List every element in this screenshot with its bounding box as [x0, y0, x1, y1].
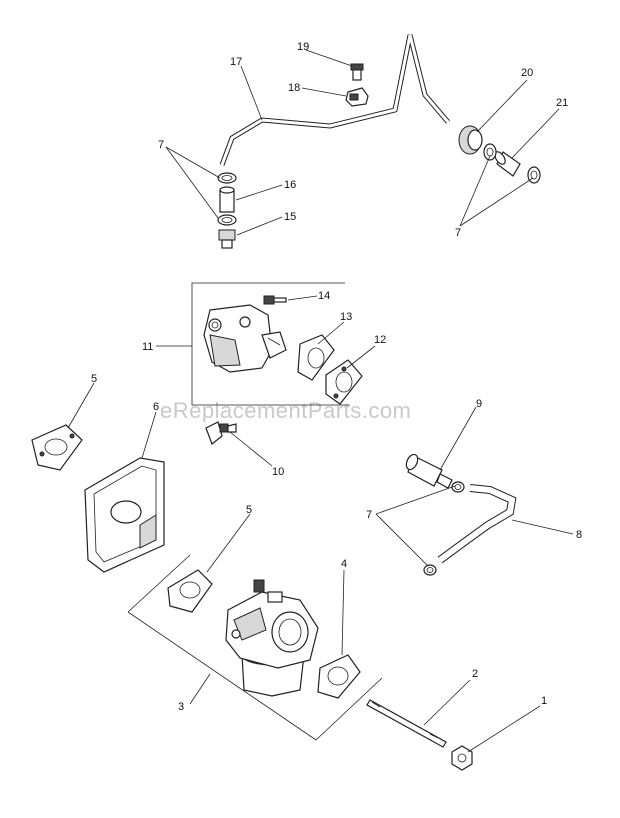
callout-12: 12 — [374, 334, 386, 346]
part-7-clamp-right-a — [483, 143, 497, 161]
callout-8: 8 — [576, 529, 582, 541]
callout-10: 10 — [272, 466, 284, 478]
callout-5-upper: 5 — [91, 373, 97, 385]
callout-11: 11 — [142, 341, 153, 353]
part-16-inline-filter — [219, 186, 235, 213]
callout-17: 17 — [230, 56, 242, 68]
part-7-clamp-hose-a — [451, 481, 465, 493]
callout-13: 13 — [340, 311, 352, 323]
part-10-elbow — [205, 421, 237, 445]
callout-labels: 19 18 17 7 16 15 20 21 7 14 13 12 11 5 6… — [91, 41, 582, 713]
part-4-gasket — [317, 654, 361, 699]
callout-14: 14 — [318, 290, 330, 302]
callout-9: 9 — [476, 398, 482, 410]
part-7-clamp-upper — [217, 172, 237, 184]
callout-21: 21 — [556, 97, 568, 109]
part-3-carburetor-group-frame — [127, 554, 383, 741]
carburetor — [225, 579, 319, 697]
callout-3: 3 — [178, 701, 184, 713]
callout-5-lower: 5 — [246, 504, 252, 516]
part-12-plate — [325, 359, 363, 405]
part-5-gasket-upper — [31, 424, 83, 471]
callout-16: 16 — [284, 179, 296, 191]
callout-7-lower: 7 — [366, 509, 372, 521]
part-8-hose — [437, 484, 517, 564]
callout-6: 6 — [153, 401, 159, 413]
part-19-screw — [350, 63, 364, 81]
part-11-fuel-pump-group-frame — [191, 282, 350, 406]
callout-18: 18 — [288, 82, 300, 94]
part-13-gasket — [297, 334, 335, 381]
part-17-fuel-line — [219, 34, 450, 166]
callout-1: 1 — [541, 695, 547, 707]
part-6-air-baffle — [84, 457, 165, 573]
callout-4: 4 — [341, 558, 347, 570]
part-2-stud — [366, 699, 447, 748]
part-14-bolt — [263, 295, 287, 305]
part-15-fitting — [218, 229, 236, 249]
part-7-clamp-hose-b — [423, 564, 437, 576]
callout-7-upper-left: 7 — [158, 139, 164, 151]
callout-7-upper-right: 7 — [455, 227, 461, 239]
callout-19: 19 — [297, 41, 309, 53]
callout-15: 15 — [284, 211, 296, 223]
part-20-grommet — [458, 125, 483, 155]
watermark: eReplacementParts.com — [160, 398, 411, 423]
part-5-gasket-lower — [167, 569, 213, 613]
callout-20: 20 — [521, 67, 533, 79]
part-9-fuel-filter — [405, 453, 453, 489]
part-21-hose — [494, 151, 521, 177]
part-18-clamp — [345, 87, 369, 107]
part-7-clamp-right-b — [527, 166, 541, 184]
callout-2: 2 — [472, 668, 478, 680]
part-7-clamp-lower — [217, 214, 237, 226]
leader-lines — [67, 49, 574, 753]
part-1-nut — [451, 745, 473, 771]
part-11-fuel-pump — [203, 304, 287, 373]
